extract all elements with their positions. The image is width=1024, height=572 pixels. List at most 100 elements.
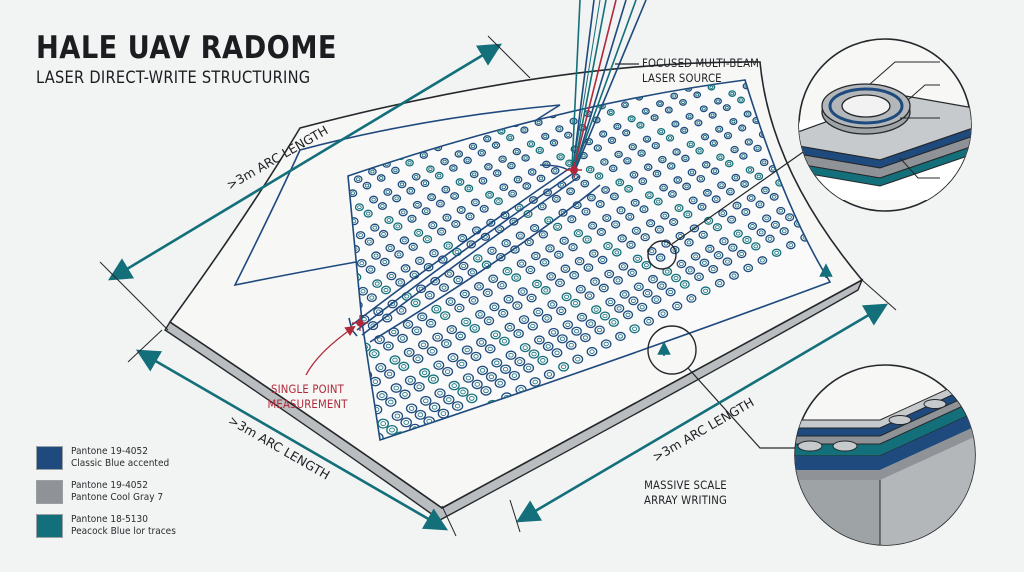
array-ring-inner <box>669 11 672 13</box>
array-ring-inner <box>578 287 584 292</box>
array-ring <box>431 88 440 95</box>
array-ring <box>852 37 858 42</box>
array-ring <box>588 249 599 258</box>
array-ring <box>551 194 561 203</box>
array-ring <box>508 189 518 198</box>
array-ring <box>770 220 781 229</box>
array-ring <box>690 252 701 261</box>
array-ring-inner <box>728 189 733 194</box>
array-ring <box>786 241 796 250</box>
laser-source-label: FOCUSED MULTI-BEAM LASER SOURCE <box>642 56 759 86</box>
array-ring <box>720 21 726 26</box>
array-ring <box>651 295 662 305</box>
array-ring <box>664 106 673 114</box>
array-ring <box>448 380 460 391</box>
array-ring <box>683 30 689 35</box>
array-ring-inner <box>525 31 528 33</box>
array-ring <box>694 119 703 127</box>
array-ring <box>714 278 725 288</box>
array-ring <box>498 308 509 318</box>
array-ring <box>461 74 467 79</box>
array-ring-inner <box>588 167 593 172</box>
array-ring <box>441 338 452 349</box>
array-ring-inner <box>571 273 577 278</box>
array-ring-inner <box>625 159 630 163</box>
array-ring-inner <box>658 255 663 260</box>
array-ring <box>765 81 774 89</box>
array-ring <box>730 145 739 154</box>
array-ring-inner <box>615 278 621 283</box>
array-ring-inner <box>583 209 589 214</box>
array-ring <box>738 124 747 132</box>
array-ring <box>779 227 789 236</box>
array-ring-inner <box>519 261 524 266</box>
array-ring-inner <box>659 129 664 134</box>
array-ring-inner <box>750 7 753 9</box>
array-ring-inner <box>785 6 788 8</box>
array-ring <box>484 344 496 354</box>
array-ring-inner <box>766 28 769 30</box>
array-ring <box>743 263 754 273</box>
array-ring-inner <box>844 32 847 34</box>
array-ring <box>822 204 830 213</box>
array-ring-inner <box>474 382 480 387</box>
array-ring <box>614 150 623 159</box>
array-ring <box>527 168 537 176</box>
array-ring-inner <box>839 46 842 48</box>
array-ring <box>694 272 704 282</box>
array-ring <box>729 118 738 126</box>
array-ring <box>451 401 464 411</box>
array-ring-inner <box>555 224 560 229</box>
array-ring <box>507 161 516 170</box>
array-ring <box>666 162 676 170</box>
array-ring <box>531 279 543 289</box>
array-ring <box>641 107 650 115</box>
array-ring-inner <box>767 236 773 241</box>
array-ring-inner <box>707 246 713 251</box>
array-ring-inner <box>649 249 655 254</box>
array-ring-inner <box>745 265 751 271</box>
array-ring-inner <box>634 228 639 233</box>
array-ring <box>793 11 799 16</box>
array-ring <box>555 278 566 288</box>
array-ring <box>447 352 459 363</box>
array-ring <box>807 4 813 9</box>
array-ring-inner <box>609 138 615 143</box>
array-ring <box>761 214 772 223</box>
array-ring <box>689 224 700 233</box>
array-ring-inner <box>629 270 635 275</box>
array-ring <box>763 0 768 3</box>
array-ring <box>599 130 608 138</box>
array-ring <box>558 208 568 217</box>
array-ring <box>757 256 768 265</box>
array-ring-inner <box>786 34 789 36</box>
array-ring-inner <box>602 160 607 164</box>
array-ring-inner <box>627 34 630 36</box>
array-ring <box>706 29 712 34</box>
array-ring-inner <box>613 222 618 227</box>
array-ring <box>397 333 408 343</box>
array-ring <box>667 190 677 198</box>
laser-focus-sparkle <box>566 162 582 178</box>
array-ring <box>431 304 442 314</box>
array-ring-inner <box>582 1 585 3</box>
array-ring-inner <box>506 297 512 302</box>
array-ring-inner <box>643 109 648 113</box>
array-ring <box>617 234 627 243</box>
array-ring <box>517 287 528 296</box>
array-ring-inner <box>621 264 626 269</box>
legend-item-desc: Pantone Cool Gray 7 <box>71 492 164 503</box>
array-ring-inner <box>696 121 701 125</box>
array-ring <box>670 92 679 100</box>
array-ring-inner <box>721 239 727 244</box>
single-point-line1: SINGLE POINT <box>271 382 345 396</box>
array-ring <box>532 36 538 41</box>
array-ring-inner <box>737 43 740 45</box>
array-ring-inner <box>400 336 406 341</box>
array-ring-inner <box>595 146 600 150</box>
array-ring <box>795 94 803 102</box>
array-ring-inner <box>709 85 714 89</box>
array-ring <box>522 182 532 190</box>
array-ring <box>633 282 644 292</box>
array-ring <box>573 229 584 238</box>
